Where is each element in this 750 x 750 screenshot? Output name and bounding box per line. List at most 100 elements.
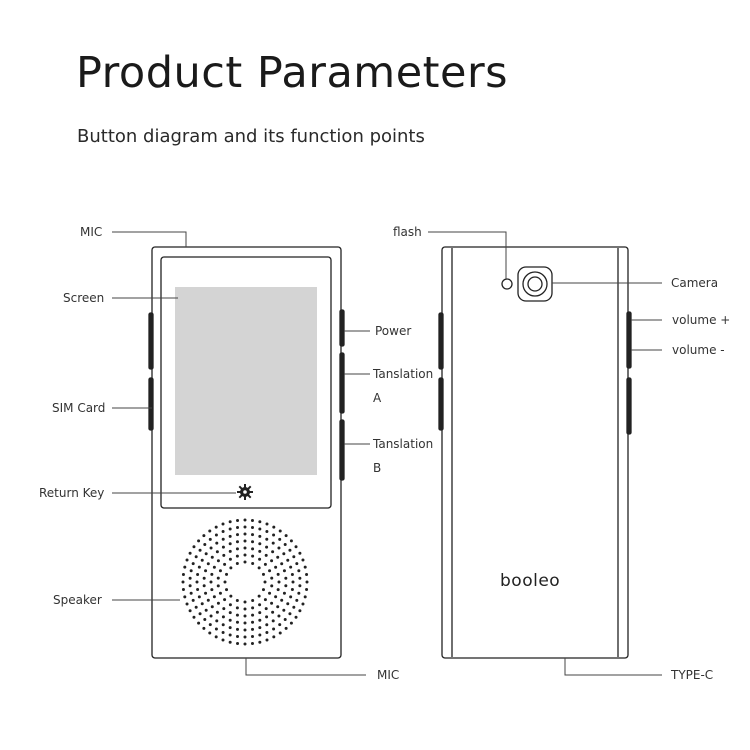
speaker-hole [183,565,187,569]
speaker-hole [202,626,206,630]
speaker-hole [282,608,286,612]
speaker-hole [268,569,272,573]
speaker-hole [303,565,307,569]
speaker-hole [258,618,262,622]
speaker-hole [271,550,275,554]
speaker-hole [235,613,239,617]
mic-bottom-label: MIC [377,668,399,682]
speaker-hole [235,547,239,551]
speaker-hole [283,618,287,622]
speaker-hole [188,584,192,588]
speaker-hole [221,545,225,549]
speaker-hole [228,520,232,524]
return-key-gear-icon [237,484,253,500]
speaker-hole [204,591,208,595]
speaker-hole [265,522,269,526]
speaker-hole [276,572,280,576]
speaker-hole [258,520,262,524]
speaker-hole [243,600,247,604]
speaker-hole [274,595,278,599]
speaker-hole [288,612,292,616]
speaker-hole [192,615,196,619]
speaker-hole [210,572,214,576]
speaker-hole [185,602,189,606]
speaker-hole [204,569,208,573]
speaker-hole [271,610,275,614]
speaker-hole [294,615,298,619]
speaker-hole [188,551,192,555]
speaker-hole [277,614,281,618]
speaker-hole [185,558,189,562]
speaker-hole [202,534,206,538]
speaker-hole [265,537,269,541]
camera-housing [517,266,553,302]
speaker-hole [268,591,272,595]
speaker-hole [181,573,185,577]
speaker-hole [243,532,247,536]
speaker-hole [258,603,262,607]
flash-label: flash [393,225,422,239]
speaker-hole [263,562,267,566]
speaker-hole [192,545,196,549]
speaker-hole [278,631,282,635]
speaker-hole [277,546,281,550]
speaker-hole [189,569,193,573]
speaker-hole [264,607,268,611]
speaker-hole [197,539,201,543]
speaker-hole [228,557,232,561]
speaker-hole [228,603,232,607]
speaker-hole [243,546,247,550]
speaker-hole [289,539,293,543]
speaker-hole [284,626,288,630]
speaker-hole [243,560,247,564]
return-key-label: Return Key [39,486,104,500]
speaker-hole [206,562,210,566]
speaker-hole [208,529,212,533]
speaker-hole [271,619,275,623]
speaker-hole [291,580,295,584]
screen-label: Screen [63,291,104,305]
speaker-hole [251,540,255,544]
speaker-grille [181,518,309,646]
speaker-hole [263,580,267,584]
page-subtitle: Button diagram and its function points [77,126,425,147]
translation-a-button [339,352,345,414]
speaker-hole [258,542,262,546]
speaker-hole [272,533,276,537]
speaker-hole [258,626,262,630]
speaker-hole [212,565,216,569]
speaker-hole [243,607,247,611]
speaker-hole [272,525,276,529]
speaker-hole [258,527,262,531]
speaker-hole [235,562,239,566]
speaker-hole [280,562,284,566]
speaker-hole [216,576,220,580]
speaker-hole [209,580,213,584]
speaker-hole [243,635,247,639]
speaker-hole [236,526,240,530]
speaker-hole [277,580,281,584]
speaker-hole [263,598,267,602]
speaker-hole [188,609,192,613]
speaker-hole [214,525,218,529]
speaker-hole [194,605,198,609]
speaker-hole [270,559,274,563]
speaker-hole [216,601,220,605]
camera-lens-outer [522,271,548,297]
speaker-hole [188,576,192,580]
speaker-hole [222,607,226,611]
speaker-hole [298,609,302,613]
speaker-hole [181,587,185,591]
speaker-hole [298,576,302,580]
speaker-hole [305,587,309,591]
speaker-hole [243,621,247,625]
speaker-label: Speaker [53,593,102,607]
speaker-hole [251,606,255,610]
speaker-hole [191,598,195,602]
back-body-outline [441,246,629,659]
speaker-hole [210,605,214,609]
speaker-hole [243,553,247,557]
speaker-hole [278,623,282,627]
speaker-hole [218,591,222,595]
